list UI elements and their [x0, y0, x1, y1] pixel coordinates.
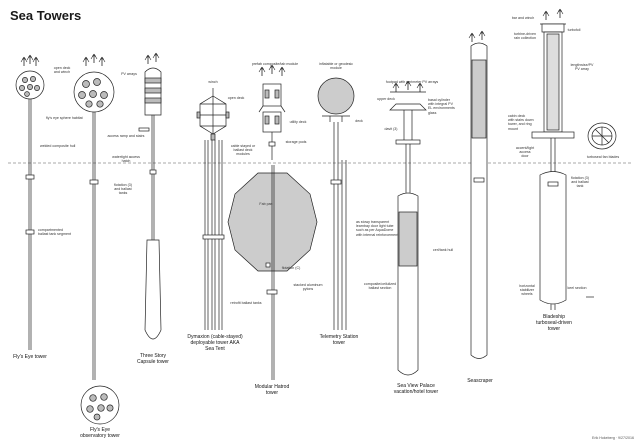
label-accent-access: accent/light access door [515, 146, 535, 159]
tower-name-seascraper: Seascraper [467, 378, 493, 384]
tower-name-flys-eye: Fly's Eye tower [13, 354, 47, 360]
tower-name-sea-view: Sea View Palace vacation/hotel tower [393, 383, 439, 395]
credit: Erik Hokeberg · 9/27/2016 [592, 436, 634, 440]
tower-name-three-story: Three Story Capsule tower [137, 353, 169, 365]
label-compartmented-ballast: compartmented ballast tank segment [38, 228, 71, 237]
label-basal-cylinder: basal cylinder with integral PV EL envir… [428, 98, 455, 115]
label-keel-section: keel section [567, 286, 587, 290]
three-story-capsule-tower [138, 52, 162, 340]
tower-name-flys-eye-observatory: Fly's Eye observatory tower [80, 427, 120, 439]
label-flotation-ballast: flotation (3) and ballast tanks [114, 183, 132, 196]
label-watertight-access: watertight access hatch [112, 155, 140, 164]
modular-hatrod-tower [227, 165, 318, 380]
label-turbofoil: turbofoil [567, 28, 581, 32]
label-winch: winch [208, 80, 218, 84]
label-flys-eye-sphere: fly's eye sphere habitat [46, 116, 83, 120]
label-fabric: Fab pan [259, 202, 273, 206]
seascraper-tower [468, 30, 488, 359]
tower-name-dymaxion: Dymaxion (cable-stayed) deployable tower… [187, 334, 243, 352]
label-bar-and-winch: bar and winch [511, 16, 535, 20]
label-telemetry-deck: deck [355, 119, 363, 123]
label-airstay-transparent: as stowy transparent learnbay door light… [356, 220, 399, 237]
tower-name-bladeship: Bladeship turboseal-driven tower [536, 314, 572, 332]
label-cable-stayed: cable stayed or ballast deck modules [230, 144, 256, 157]
label-footpad-pv: footpad with perimeter PV arrays [385, 80, 439, 84]
flys-eye-tower [15, 54, 45, 350]
label-utility-deck: utility deck [289, 120, 307, 124]
telemetry-station-tower [317, 77, 355, 330]
bladeship-tower [531, 8, 617, 310]
tower-name-telemetry: Telemetry Station tower [319, 334, 359, 346]
label-lengthwise-pv: lengthwise/PV PV array [570, 63, 594, 72]
label-open-deck-winch: open deck and winch [53, 66, 71, 75]
label-pv-arrays: PV arrays [121, 72, 137, 76]
dymaxion-tower [196, 88, 230, 330]
prefab-composite-tower [258, 64, 286, 160]
sea-view-palace-tower [389, 80, 427, 376]
label-composite-ballast: composite/ceilulized ballast section [363, 282, 397, 291]
label-flotation-ballast2: flotation (3) and ballast tank [571, 176, 589, 189]
label-open-deck: open deck [227, 96, 245, 100]
flys-eye-observatory-tower [73, 53, 120, 425]
tower-name-modular: Modular Hatrod tower [254, 384, 290, 396]
label-retrofit-ballast: retrofit ballast tanks [230, 301, 262, 305]
label-welded-hull: welded composite hull [40, 144, 76, 148]
label-turbine-fan: turboseal fan blades [586, 155, 620, 159]
label-cerl-hull: cerl/tank hull [432, 248, 454, 252]
label-storage-pods: storage pods [285, 140, 307, 144]
label-upper-deck: upper deck [377, 97, 395, 101]
page-title: Sea Towers [10, 8, 82, 23]
label-access-ramp: access ramp and stairs [107, 134, 145, 138]
label-prefab-composite: prefab composite/tab module [251, 62, 299, 66]
label-flotation-c: flotation (C) [281, 266, 301, 270]
label-davit: davit (3) [384, 127, 398, 131]
label-cabin-deck: cabin deck with stairs down tower, and r… [508, 114, 534, 131]
label-inflatable-geodesic: inflatable or geodesic module [319, 62, 353, 71]
label-horizontal-stabilizer: horizontal stabilizer wheels [519, 284, 535, 297]
label-turbine-driven-rain: turbine-driven rain collection [514, 32, 536, 41]
label-stacked-pylons: stacked aluminum pylons [293, 283, 323, 292]
